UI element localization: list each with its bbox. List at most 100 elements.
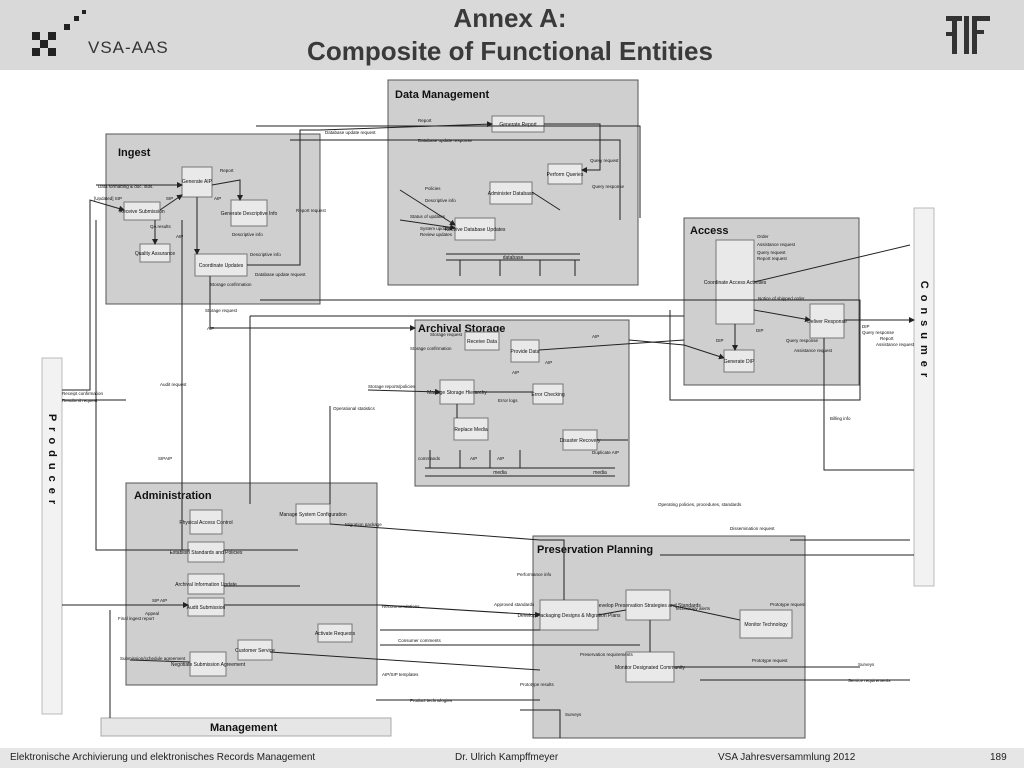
svg-text:Descriptive info: Descriptive info xyxy=(250,252,281,257)
svg-text:Access: Access xyxy=(690,225,729,237)
svg-text:Report: Report xyxy=(418,118,432,123)
entity-producer: Producer xyxy=(41,357,63,715)
function-receive-submission: Receive Submission xyxy=(119,201,165,221)
svg-text:Audit Submission: Audit Submission xyxy=(187,605,226,611)
svg-text:Preservation requirements: Preservation requirements xyxy=(580,652,634,657)
svg-text:Report: Report xyxy=(220,168,234,173)
svg-text:Activate Requests: Activate Requests xyxy=(315,631,356,637)
svg-text:Receive Submission: Receive Submission xyxy=(119,209,165,215)
svg-text:Physical Access Control: Physical Access Control xyxy=(179,520,232,526)
svg-text:Audit request: Audit request xyxy=(160,382,187,387)
svg-text:Assistance request: Assistance request xyxy=(876,342,915,347)
svg-text:Negotiate Submission Agreement: Negotiate Submission Agreement xyxy=(171,662,246,668)
footer-course: Elektronische Archivierung und elektroni… xyxy=(10,752,316,763)
footer-event: VSA Jahresversammlung 2012 xyxy=(718,752,856,763)
function-generate-descriptive-info: Generate Descriptive Info xyxy=(221,199,278,227)
title-line-1: Annex A: xyxy=(453,3,567,33)
svg-text:Report request: Report request xyxy=(757,256,788,261)
vsa-logo-icon xyxy=(32,10,86,56)
svg-text:DIP: DIP xyxy=(862,324,870,329)
svg-text:Consumer: Consumer xyxy=(918,281,930,383)
svg-text:Surveys: Surveys xyxy=(565,712,582,717)
svg-text:Monitor Designated Community: Monitor Designated Community xyxy=(615,665,686,671)
svg-text:Preservation Planning: Preservation Planning xyxy=(537,544,653,556)
function-physical-access-control: Physical Access Control xyxy=(179,509,233,535)
svg-text:AIP: AIP xyxy=(592,334,599,339)
svg-text:Database update response: Database update response xyxy=(418,138,473,143)
svg-text:Recommendations: Recommendations xyxy=(382,604,420,609)
function-receive-data: Receive Data xyxy=(464,331,500,351)
logo-text: VSA-AAS xyxy=(88,38,169,57)
svg-text:AIP/SIP templates: AIP/SIP templates xyxy=(382,672,419,677)
svg-text:Operational statistics: Operational statistics xyxy=(333,406,376,411)
svg-text:Appeal: Appeal xyxy=(145,611,159,616)
svg-text:Descriptive info: Descriptive info xyxy=(232,232,263,237)
svg-text:Coordinate Access Activities: Coordinate Access Activities xyxy=(704,280,767,286)
svg-text:Technology alerts: Technology alerts xyxy=(675,606,711,611)
svg-text:Establish Standards and Polici: Establish Standards and Policies xyxy=(170,550,243,556)
svg-text:Customer Service: Customer Service xyxy=(235,648,275,654)
function-coordinate-access-activities: Coordinate Access Activities xyxy=(704,239,767,325)
svg-text:Notice of shipped order: Notice of shipped order xyxy=(758,296,805,301)
svg-text:Dissemination request: Dissemination request xyxy=(730,526,775,531)
svg-text:Error logs: Error logs xyxy=(498,398,518,403)
svg-text:Resubmit request: Resubmit request xyxy=(62,398,98,403)
svg-text:Manage System Configuration: Manage System Configuration xyxy=(279,512,346,518)
svg-text:Report: Report xyxy=(880,336,894,341)
function-manage-storage-hierarchy: Manage Storage Hierarchy xyxy=(427,379,487,405)
function-provide-data: Provide Data xyxy=(510,339,540,363)
svg-text:DIP: DIP xyxy=(716,338,724,343)
svg-text:Approved standards: Approved standards xyxy=(494,602,535,607)
function-coordinate-updates: Coordinate Updates xyxy=(194,253,248,277)
svg-text:Operating policies, procedures: Operating policies, procedures, standard… xyxy=(658,502,742,507)
function-establish-standards: Establish Standards and Policies xyxy=(170,541,243,563)
entity-management: Management xyxy=(100,717,392,737)
svg-text:SIP: SIP xyxy=(158,456,165,461)
svg-text:Assistance request: Assistance request xyxy=(757,242,796,247)
page-number: 189 xyxy=(990,752,1007,763)
svg-text:Report request: Report request xyxy=(296,208,327,213)
title-line-2: Composite of Functional Entities xyxy=(307,36,713,66)
svg-text:Query response: Query response xyxy=(786,338,819,343)
svg-text:Replace Media: Replace Media xyxy=(454,427,488,433)
svg-text:Consumer comments: Consumer comments xyxy=(398,638,442,643)
svg-text:media: media xyxy=(493,470,507,476)
svg-text:Surveys: Surveys xyxy=(858,662,875,667)
function-develop-packaging-designs: Develop Packaging Designs & Migration Pl… xyxy=(517,599,621,631)
svg-text:Receipt confirmation: Receipt confirmation xyxy=(62,391,104,396)
svg-text:Develop Preservation Strategie: Develop Preservation Strategies and Stan… xyxy=(595,603,701,609)
svg-text:Data Management: Data Management xyxy=(395,89,489,101)
svg-text:AIP: AIP xyxy=(160,598,167,603)
svg-text:Manage Storage Hierarchy: Manage Storage Hierarchy xyxy=(427,390,487,396)
svg-text:Storage confirmation: Storage confirmation xyxy=(410,346,452,351)
database-bar: database xyxy=(446,253,580,261)
svg-text:Submission/schedule agreement: Submission/schedule agreement xyxy=(120,656,186,661)
svg-text:Migration package: Migration package xyxy=(345,522,382,527)
svg-text:Administer Database: Administer Database xyxy=(488,191,535,197)
function-administer-database: Administer Database xyxy=(488,181,535,205)
svg-text:Deliver Response: Deliver Response xyxy=(807,319,847,325)
header-bar: VSA-AAS Annex A: Composite of Functional… xyxy=(0,0,1024,70)
svg-text:Query response: Query response xyxy=(592,184,625,189)
svg-text:AIP: AIP xyxy=(176,234,183,239)
svg-text:Monitor Technology: Monitor Technology xyxy=(744,622,788,628)
function-quality-assurance: Quality Assurance xyxy=(135,243,175,263)
svg-text:Prototype request: Prototype request xyxy=(770,602,806,607)
function-perform-queries: Perform Queries xyxy=(547,163,584,185)
function-archival-information-update: Archival Information Update xyxy=(175,573,237,595)
svg-text:Generate Report: Generate Report xyxy=(499,122,537,128)
svg-text:Perform Queries: Perform Queries xyxy=(547,172,584,178)
svg-text:Generate AIP: Generate AIP xyxy=(182,179,213,185)
svg-text:Generate Descriptive Info: Generate Descriptive Info xyxy=(221,211,278,217)
flow-lines xyxy=(62,121,915,738)
svg-text:Develop Packaging Designs & Mi: Develop Packaging Designs & Migration Pl… xyxy=(517,613,621,619)
svg-text:Database update request: Database update request xyxy=(325,130,376,135)
svg-text:Ingest: Ingest xyxy=(118,147,151,159)
svg-text:Status of updates: Status of updates xyxy=(410,214,446,219)
svg-text:System updates: System updates xyxy=(420,226,453,231)
svg-text:Prototype request: Prototype request xyxy=(752,658,788,663)
svg-text:SIP: SIP xyxy=(166,196,173,201)
function-customer-service: Customer Service xyxy=(235,639,275,661)
page-title: Annex A: Composite of Functional Entitie… xyxy=(200,2,820,68)
svg-text:Storage confirmation: Storage confirmation xyxy=(210,282,252,287)
